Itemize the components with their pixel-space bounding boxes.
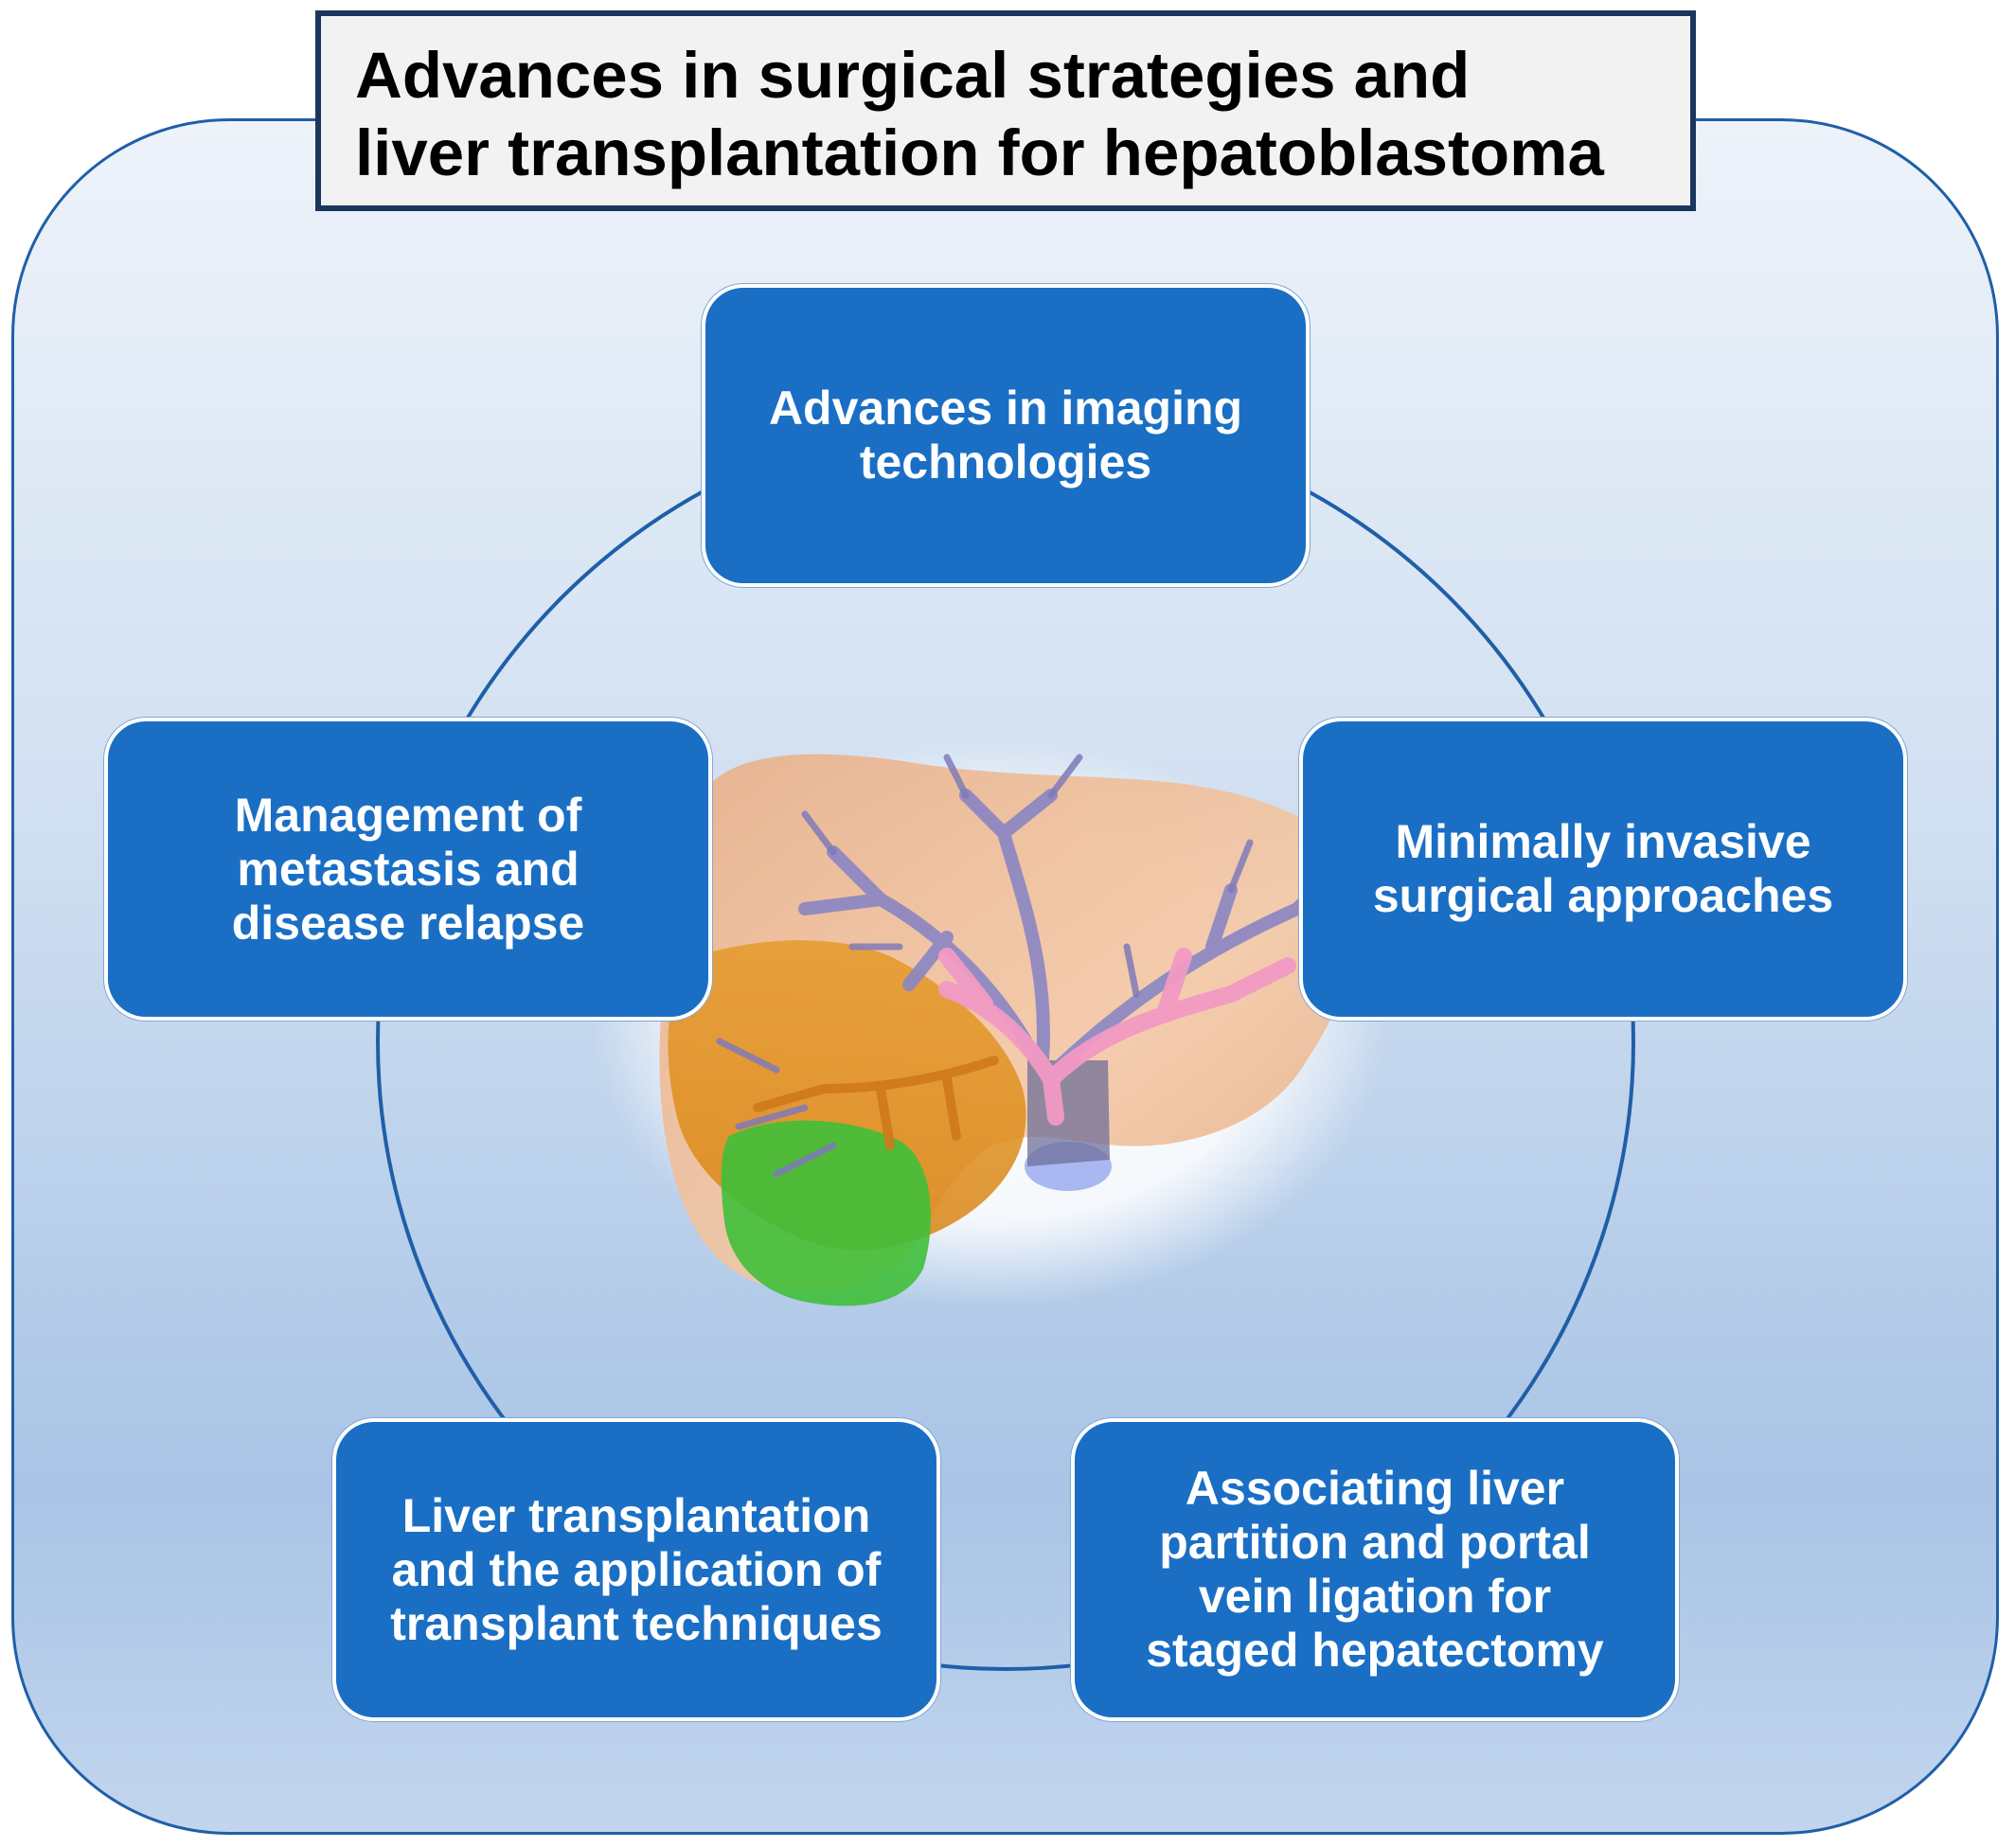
portal-veins xyxy=(938,948,1296,1126)
topic-alpps: Associating liver partition and portal v… xyxy=(1071,1418,1679,1721)
topic-label-line: Management of xyxy=(234,788,582,842)
topic-label-line: transplant techniques xyxy=(390,1596,883,1650)
topic-label-line: metastasis and xyxy=(237,842,580,896)
topic-label-line: technologies xyxy=(859,435,1152,489)
title-line-1: Advances in surgical strategies and xyxy=(355,39,1471,112)
topic-label-line: Minimally invasive xyxy=(1395,815,1811,868)
vessel-branches xyxy=(716,754,1367,1178)
title-line-2: liver transplantation for hepatoblastoma xyxy=(355,116,1604,189)
topic-label-line: disease relapse xyxy=(231,896,585,950)
topic-label-line: surgical approaches xyxy=(1372,869,1834,922)
topic-metastasis-management: Management of metastasis and disease rel… xyxy=(104,718,712,1021)
topic-label-line: Liver transplantation xyxy=(401,1488,871,1542)
topic-label-line: staged hepatectomy xyxy=(1146,1624,1604,1677)
title-box: Advances in surgical strategies and live… xyxy=(315,10,1696,211)
topic-label-line: vein ligation for xyxy=(1198,1570,1552,1623)
tumor-vessels xyxy=(753,1056,999,1150)
topic-label-line: partition and portal xyxy=(1159,1516,1591,1569)
topic-label-line: and the application of xyxy=(391,1542,882,1596)
topic-label-line: Associating liver xyxy=(1185,1462,1565,1515)
topic-liver-transplantation: Liver transplantation and the applicatio… xyxy=(332,1418,940,1721)
green-segment xyxy=(721,1120,931,1306)
topic-label-line: Advances in imaging xyxy=(768,382,1243,435)
topic-imaging-technologies: Advances in imaging technologies xyxy=(702,284,1310,587)
topic-minimally-invasive: Minimally invasive surgical approaches xyxy=(1299,718,1907,1021)
